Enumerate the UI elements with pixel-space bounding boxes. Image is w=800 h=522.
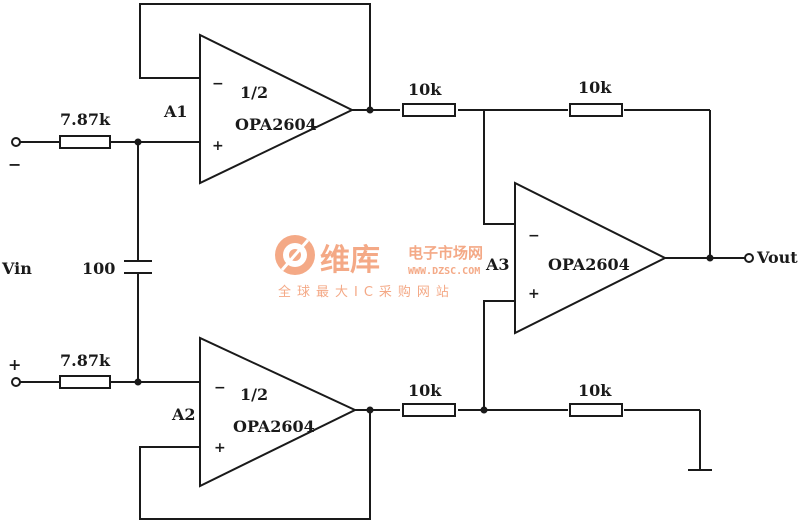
- opamp-a2-designator: A2: [171, 405, 196, 424]
- opamp-a2-part: OPA2604: [233, 417, 315, 436]
- capacitor-label: 100: [82, 259, 115, 278]
- vin-minus-label: −: [8, 155, 21, 174]
- opamp-a3-part: OPA2604: [548, 255, 630, 274]
- resistor-a2-output-label: 10k: [408, 381, 442, 400]
- opamp-a1: [199, 33, 355, 185]
- resistor-a2-output: [402, 403, 456, 417]
- resistor-feedback-label: 10k: [578, 78, 612, 97]
- resistor-input-top-label: 7.87k: [60, 110, 111, 129]
- vin-label: Vin: [1, 259, 32, 278]
- opamp-a1-noninverting-sign: +: [212, 138, 224, 154]
- resistor-ground: [569, 403, 623, 417]
- opamp-a1-inverting-sign: −: [212, 76, 224, 92]
- watermark-logo-text: 维库: [320, 243, 380, 278]
- watermark-url: WWW.DZSC.COM: [408, 266, 480, 277]
- opamp-a2-noninverting-sign: +: [214, 440, 226, 456]
- wiring: [20, 3, 745, 520]
- junctions: [134, 106, 714, 414]
- resistor-a1-output-label: 10k: [408, 80, 442, 99]
- opamp-a1-part: OPA2604: [235, 115, 317, 134]
- opamp-a3-inverting-sign: −: [528, 228, 540, 244]
- resistor-input-bottom: [59, 375, 111, 389]
- watermark-slogan: 全球最大IC采购网站: [278, 284, 455, 300]
- watermark-logo-icon: [275, 235, 315, 275]
- vout-terminal: [744, 253, 754, 263]
- resistor-ground-label: 10k: [578, 381, 612, 400]
- opamp-a2-fraction: 1/2: [240, 385, 268, 404]
- resistor-input-bottom-label: 7.87k: [60, 351, 111, 370]
- vout-label: Vout: [756, 248, 798, 267]
- opamp-a1-fraction: 1/2: [240, 83, 268, 102]
- vin-minus-terminal: [11, 137, 21, 147]
- opamp-a2-inverting-sign: −: [214, 380, 226, 396]
- capacitor: [124, 260, 152, 274]
- resistor-input-top: [59, 135, 111, 149]
- opamp-a3-noninverting-sign: +: [528, 286, 540, 302]
- resistor-a1-output: [402, 103, 456, 117]
- opamp-a2: [199, 336, 358, 488]
- watermark-title: 电子市场网: [408, 244, 483, 262]
- opamp-a1-designator: A1: [163, 102, 188, 121]
- opamp-a3-designator: A3: [485, 255, 510, 274]
- watermark: 维库 电子市场网 WWW.DZSC.COM 全球最大IC采购网站: [275, 235, 483, 300]
- resistor-feedback: [569, 103, 623, 117]
- opamp-a3: [514, 181, 668, 335]
- vin-plus-terminal: [11, 377, 21, 387]
- vin-plus-label: +: [8, 355, 21, 374]
